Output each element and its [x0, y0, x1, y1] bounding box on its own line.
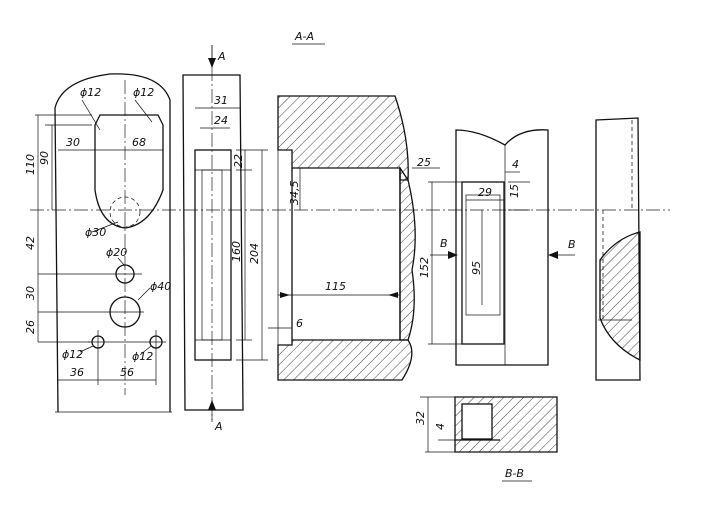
dim-32: 32 [414, 411, 427, 425]
dim-15: 15 [508, 184, 521, 198]
dim-204: 204 [248, 243, 261, 264]
front-plate-view: ϕ12 ϕ12 110 90 30 68 ϕ30 42 ϕ20 30 ϕ40 2… [24, 73, 172, 413]
dim-31: 31 [214, 94, 228, 107]
dim-phi40: ϕ40 [150, 280, 171, 293]
dim-phi12-bottom-left: ϕ12 [62, 348, 83, 361]
dim-phi20: ϕ20 [106, 246, 127, 259]
section-mark-b-left: B [440, 237, 448, 250]
dim-95: 95 [470, 261, 483, 275]
dim-30: 30 [66, 136, 80, 149]
dim-6: 6 [296, 317, 303, 330]
dim-4b: 4 [434, 423, 447, 430]
dim-30b: 30 [24, 286, 37, 300]
dim-68: 68 [132, 136, 146, 149]
dim-24: 24 [214, 114, 228, 127]
dim-56: 56 [120, 366, 134, 379]
dim-26: 26 [24, 320, 37, 334]
dim-110: 110 [24, 154, 37, 175]
far-right-view [595, 117, 641, 381]
section-mark-a-bottom: A [214, 420, 223, 433]
dim-29: 29 [478, 186, 492, 199]
section-mark-a-top: A [217, 50, 226, 63]
dim-160: 160 [230, 241, 243, 262]
cavity-section-view: 34,5 115 6 [268, 95, 416, 381]
section-title-bb: B-B [505, 467, 524, 480]
side-section-view: A A 31 24 22 160 204 [182, 45, 268, 433]
dim-phi12-top-right: ϕ12 [133, 86, 154, 99]
right-part-view: B B 25 4 29 15 152 95 [412, 129, 576, 366]
dim-34-5: 34,5 [288, 181, 301, 206]
dim-42: 42 [24, 236, 37, 250]
dim-22: 22 [232, 154, 245, 168]
section-title-aa: A-A [294, 30, 314, 43]
dim-152: 152 [418, 257, 431, 278]
section-bb-view: 32 4 B-B [414, 396, 558, 482]
dim-phi12-bottom-right: ϕ12 [132, 350, 153, 363]
dim-115: 115 [325, 280, 346, 293]
dim-25: 25 [417, 156, 431, 169]
dim-phi12-top-left: ϕ12 [80, 86, 101, 99]
dim-36: 36 [70, 366, 84, 379]
dim-90: 90 [38, 151, 51, 165]
section-mark-b-right: B [568, 238, 576, 251]
dim-4: 4 [512, 158, 519, 171]
dim-phi30: ϕ30 [85, 226, 106, 239]
